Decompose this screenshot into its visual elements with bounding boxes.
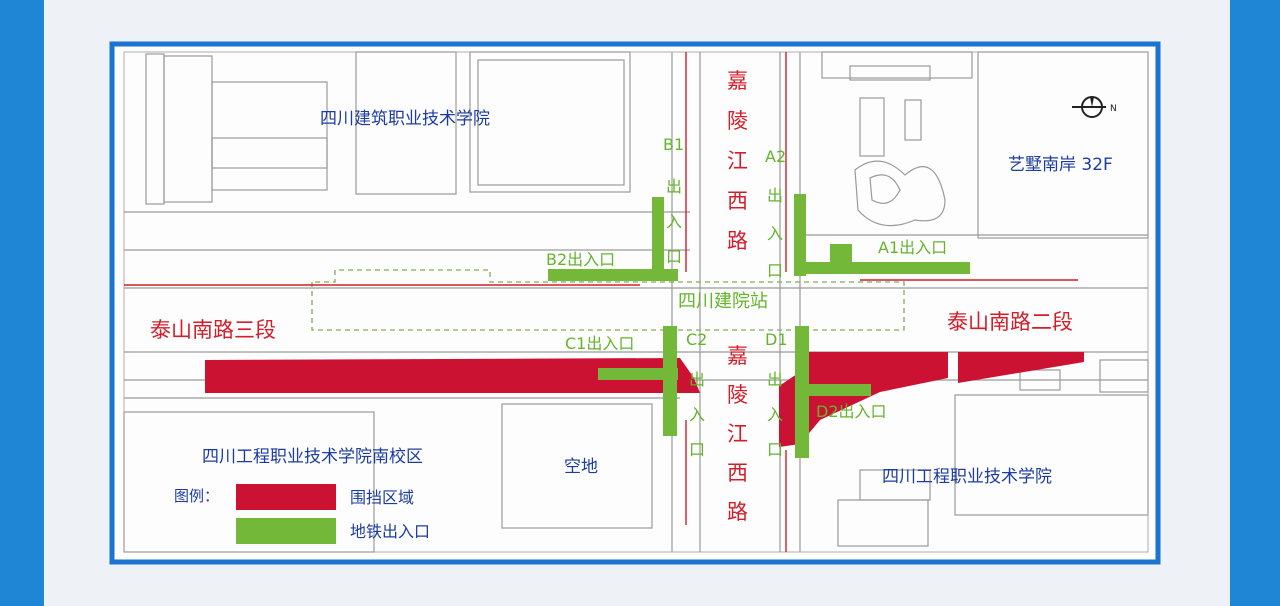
road-south-char: 西 [727, 461, 748, 485]
legend-subway-swatch [236, 518, 336, 544]
entrance-b1-char: B1 [663, 135, 684, 154]
hoarding-areas [205, 352, 1084, 447]
road-north-char: 江 [727, 149, 748, 173]
label-residential: 艺墅南岸 32F [1008, 155, 1113, 175]
label-entrance-b1: B1 出 入 口 [663, 135, 684, 266]
legend-subway-label: 地铁出入口 [350, 522, 430, 541]
entrance-c2-char: 口 [689, 440, 705, 459]
entrance-b [548, 197, 678, 281]
entrance-b1-char: 入 [666, 212, 682, 231]
map-inner-border [123, 51, 1149, 553]
label-entrance-a1: A1出入口 [878, 238, 947, 257]
map-frame [109, 41, 1161, 565]
label-entrance-d1: D1 出 入 口 [765, 330, 788, 459]
entrance-c2-char: 出 [689, 370, 705, 389]
road-north-char: 嘉 [727, 69, 748, 93]
legend-hoarding-swatch [236, 484, 336, 510]
hoarding-area-east [958, 352, 1084, 383]
road-south-char: 路 [727, 500, 748, 524]
north-arrow-icon: N [1072, 96, 1117, 118]
entrance-d [795, 326, 871, 458]
entrance-a2-char: A2 [765, 147, 786, 166]
entrance-d1-char: 出 [767, 370, 783, 389]
entrance-d1-char: 口 [767, 440, 783, 459]
entrance-c2-char: 入 [689, 405, 705, 424]
hoarding-area-east-center [800, 352, 948, 444]
entrance-b1-char: 口 [666, 247, 682, 266]
road-north-char: 西 [727, 189, 748, 213]
entrance-c [598, 326, 678, 436]
label-entrance-c1: C1出入口 [565, 334, 634, 353]
label-road-east: 泰山南路二段 [947, 310, 1073, 334]
label-school-south-campus: 四川工程职业技术学院南校区 [202, 447, 423, 467]
label-entrance-c2: C2 出 入 口 [686, 330, 707, 459]
label-entrance-b2: B2出入口 [546, 250, 615, 269]
entrance-a2-char: 口 [767, 261, 783, 280]
road-south-char: 陵 [727, 383, 748, 407]
entrance-labels: A1出入口 B2出入口 C1出入口 D2出入口 B1 出 入 口 A2 出 入 … [546, 135, 947, 459]
entrance-d1-char: 入 [767, 405, 783, 424]
legend-hoarding-label: 围挡区域 [350, 488, 414, 507]
entrance-d1-char: D1 [765, 330, 788, 349]
entrance-a [794, 194, 970, 276]
road-south-char: 江 [727, 422, 748, 446]
label-entrance-a2: A2 出 入 口 [765, 147, 786, 280]
label-school-north: 四川建筑职业技术学院 [320, 109, 490, 129]
subway-entrances [548, 194, 970, 458]
hoarding-area-west [205, 358, 700, 393]
label-school-east: 四川工程职业技术学院 [882, 467, 1052, 487]
label-road-south-vertical: 嘉 陵 江 西 路 [727, 344, 748, 524]
legend: 图例： 围挡区域 地铁出入口 [174, 484, 430, 544]
entrance-a2-char: 入 [767, 224, 783, 243]
road-north-char: 陵 [727, 109, 748, 133]
label-road-west: 泰山南路三段 [150, 318, 276, 342]
station-footprint [311, 269, 905, 331]
label-station: 四川建院站 [678, 291, 768, 312]
entrance-c2-char: C2 [686, 330, 707, 349]
road-south-char: 嘉 [727, 344, 748, 368]
label-road-north-vertical: 嘉 陵 江 西 路 [727, 69, 748, 253]
road-edge-lines [124, 52, 1078, 552]
label-vacant-lot: 空地 [564, 457, 598, 477]
label-entrance-d2: D2出入口 [816, 402, 887, 421]
entrance-b1-char: 出 [666, 177, 682, 196]
svg-text:N: N [1110, 104, 1117, 114]
legend-title: 图例： [174, 487, 219, 505]
entrance-a2-char: 出 [767, 186, 783, 205]
hoarding-area-east-corner [779, 372, 800, 447]
road-north-char: 路 [727, 229, 748, 253]
